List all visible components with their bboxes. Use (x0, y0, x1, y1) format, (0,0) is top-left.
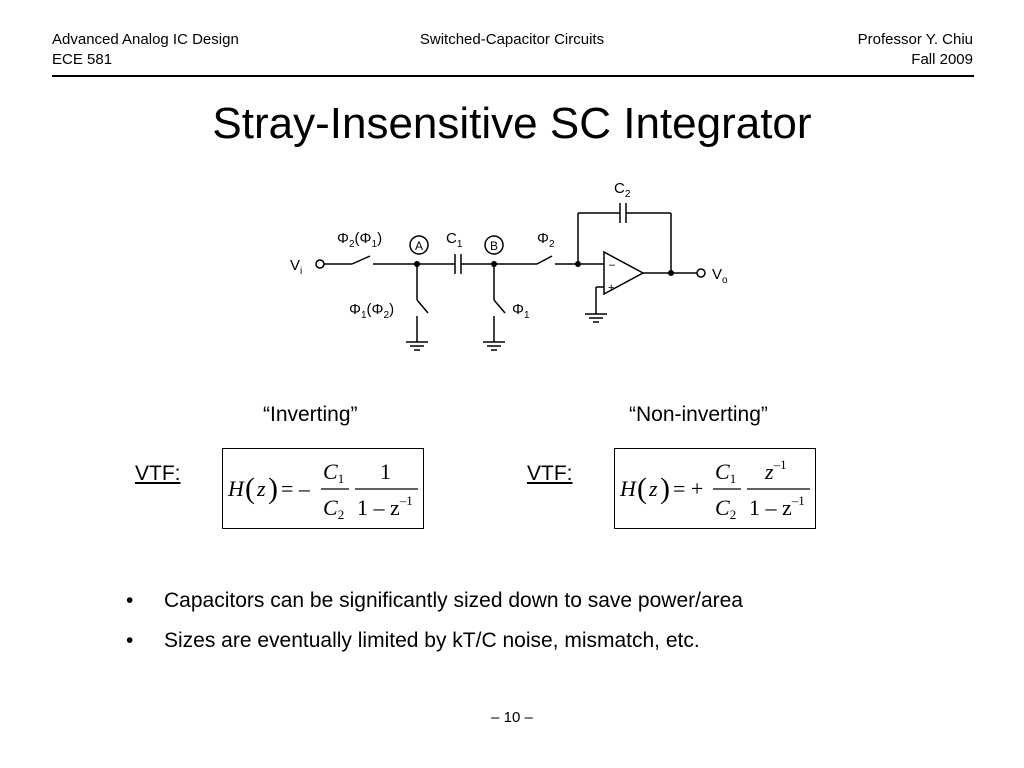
switch-s2-label: Φ1(Φ2) (349, 301, 394, 321)
inverting-den2: 1 – z–1 (357, 493, 413, 520)
switch-s3 (536, 255, 553, 265)
bullet-marker: • (126, 629, 134, 652)
inverting-num2: 1 (380, 459, 391, 484)
opamp-minus-label: – (609, 259, 616, 271)
sc-integrator-schematic: Vi Vo C2 C1 Φ2(Φ1) Φ1(Φ2) Φ2 Φ1 A B – + (290, 180, 728, 351)
switch-s1-label: Φ2(Φ1) (337, 230, 382, 250)
noninverting-var: z (648, 476, 658, 501)
vo-label: Vo (712, 266, 728, 286)
noninverting-den2: 1 – z–1 (749, 493, 805, 520)
noninverting-lhs: H (619, 476, 637, 501)
inverting-equation-box: H ( z ) = – C1 C2 1 1 – z–1 (222, 448, 424, 529)
header-divider (52, 75, 974, 77)
bullet-text: Sizes are eventually limited by kT/C noi… (164, 629, 700, 652)
noninverting-paren-close: ) (660, 472, 670, 505)
node-b-marker (484, 235, 504, 255)
vi-terminal (315, 259, 325, 269)
noninverting-equation: H ( z ) = + C1 C2 z–1 1 – z–1 (619, 457, 810, 522)
c2-label: C2 (614, 180, 631, 200)
inverting-num-c: C1 (323, 459, 344, 486)
junction-feedback-out (668, 270, 674, 276)
node-b-label: B (490, 239, 498, 253)
course-title: Advanced Analog IC Design (52, 31, 239, 48)
term: Fall 2009 (911, 51, 973, 68)
junction-b (491, 261, 497, 267)
switch-s4-label: Φ1 (512, 301, 530, 321)
inverting-paren-open: ( (245, 472, 255, 505)
c1-label: C1 (446, 230, 463, 250)
inverting-caption: “Inverting” (263, 403, 358, 426)
node-a-marker (409, 235, 429, 255)
instructor-name: Professor Y. Chiu (857, 31, 973, 48)
page-number: – 10 – (491, 709, 533, 726)
inverting-lhs: H (227, 476, 245, 501)
noninverting-num-c: C1 (715, 459, 736, 486)
noninverting-equation-box: H ( z ) = + C1 C2 z–1 1 – z–1 (614, 448, 816, 529)
opamp-symbol (603, 250, 645, 296)
bullet-item: • Sizes are eventually limited by kT/C n… (126, 628, 743, 654)
bullet-list: • Capacitors can be significantly sized … (126, 588, 743, 668)
switch-s2 (416, 299, 429, 314)
bullet-item: • Capacitors can be significantly sized … (126, 588, 743, 614)
junction-feedback-in (575, 261, 581, 267)
noninverting-paren-open: ( (637, 472, 647, 505)
inverting-den-c: C2 (323, 495, 344, 522)
vo-terminal (696, 268, 706, 278)
header-instructor: Professor Y. Chiu Fall 2009 (858, 30, 973, 70)
noninverting-caption: “Non-inverting” (629, 403, 768, 426)
inverting-vtf-label: VTF: (135, 462, 181, 485)
bullet-marker: • (126, 589, 134, 612)
header-course: Advanced Analog IC Design ECE 581 (52, 30, 239, 70)
inverting-sign: = – (281, 476, 311, 501)
switch-s3-label: Φ2 (537, 230, 555, 250)
header-topic: Switched-Capacitor Circuits (419, 31, 605, 48)
inverting-equation: H ( z ) = – C1 C2 1 1 – z–1 (227, 459, 418, 522)
vi-label: Vi (290, 257, 302, 277)
slide-title: Stray-Insensitive SC Integrator (212, 99, 812, 148)
switch-s4 (493, 299, 506, 314)
node-a-label: A (415, 239, 423, 253)
inverting-var: z (256, 476, 266, 501)
bullet-text: Capacitors can be significantly sized do… (164, 589, 743, 612)
noninverting-num2: z–1 (764, 457, 787, 484)
junction-a (414, 261, 420, 267)
switch-s1 (351, 255, 371, 265)
noninverting-sign: = + (673, 476, 703, 501)
inverting-paren-close: ) (268, 472, 278, 505)
noninverting-den-c: C2 (715, 495, 736, 522)
noninverting-vtf-label: VTF: (527, 462, 573, 485)
opamp-plus-label: + (608, 282, 614, 294)
course-number: ECE 581 (52, 51, 113, 68)
